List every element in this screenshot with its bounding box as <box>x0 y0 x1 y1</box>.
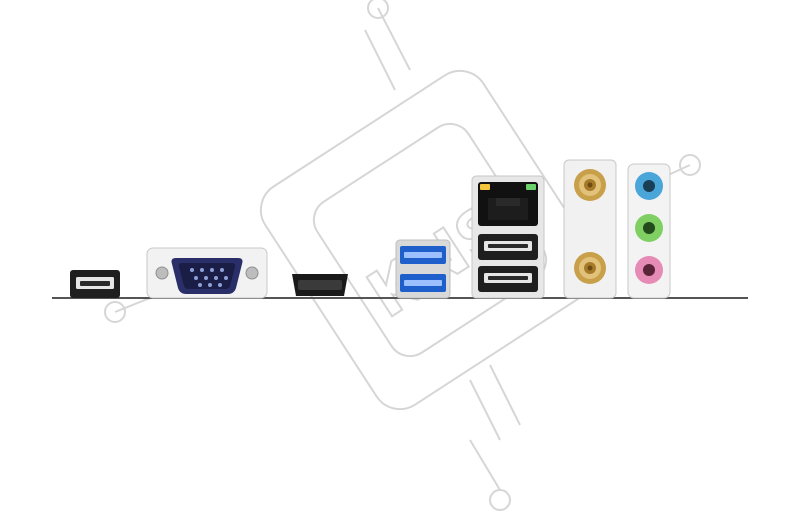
hdmi-port <box>292 274 348 296</box>
antenna-connector-top <box>574 169 606 201</box>
usb-2-port <box>70 270 120 298</box>
lan-usb-stack <box>471 175 545 299</box>
usb-2-port-pair <box>478 234 538 292</box>
audio-jacks <box>627 163 671 299</box>
antenna-connector-bottom <box>574 252 606 284</box>
wifi-antenna-connectors <box>563 159 617 299</box>
audio-jack-blue <box>635 172 663 200</box>
rj45-lan-port <box>478 182 538 226</box>
usb-3-port-pair <box>395 239 451 299</box>
vga-port <box>146 247 268 299</box>
audio-jack-green <box>635 214 663 242</box>
audio-jack-pink <box>635 256 663 284</box>
